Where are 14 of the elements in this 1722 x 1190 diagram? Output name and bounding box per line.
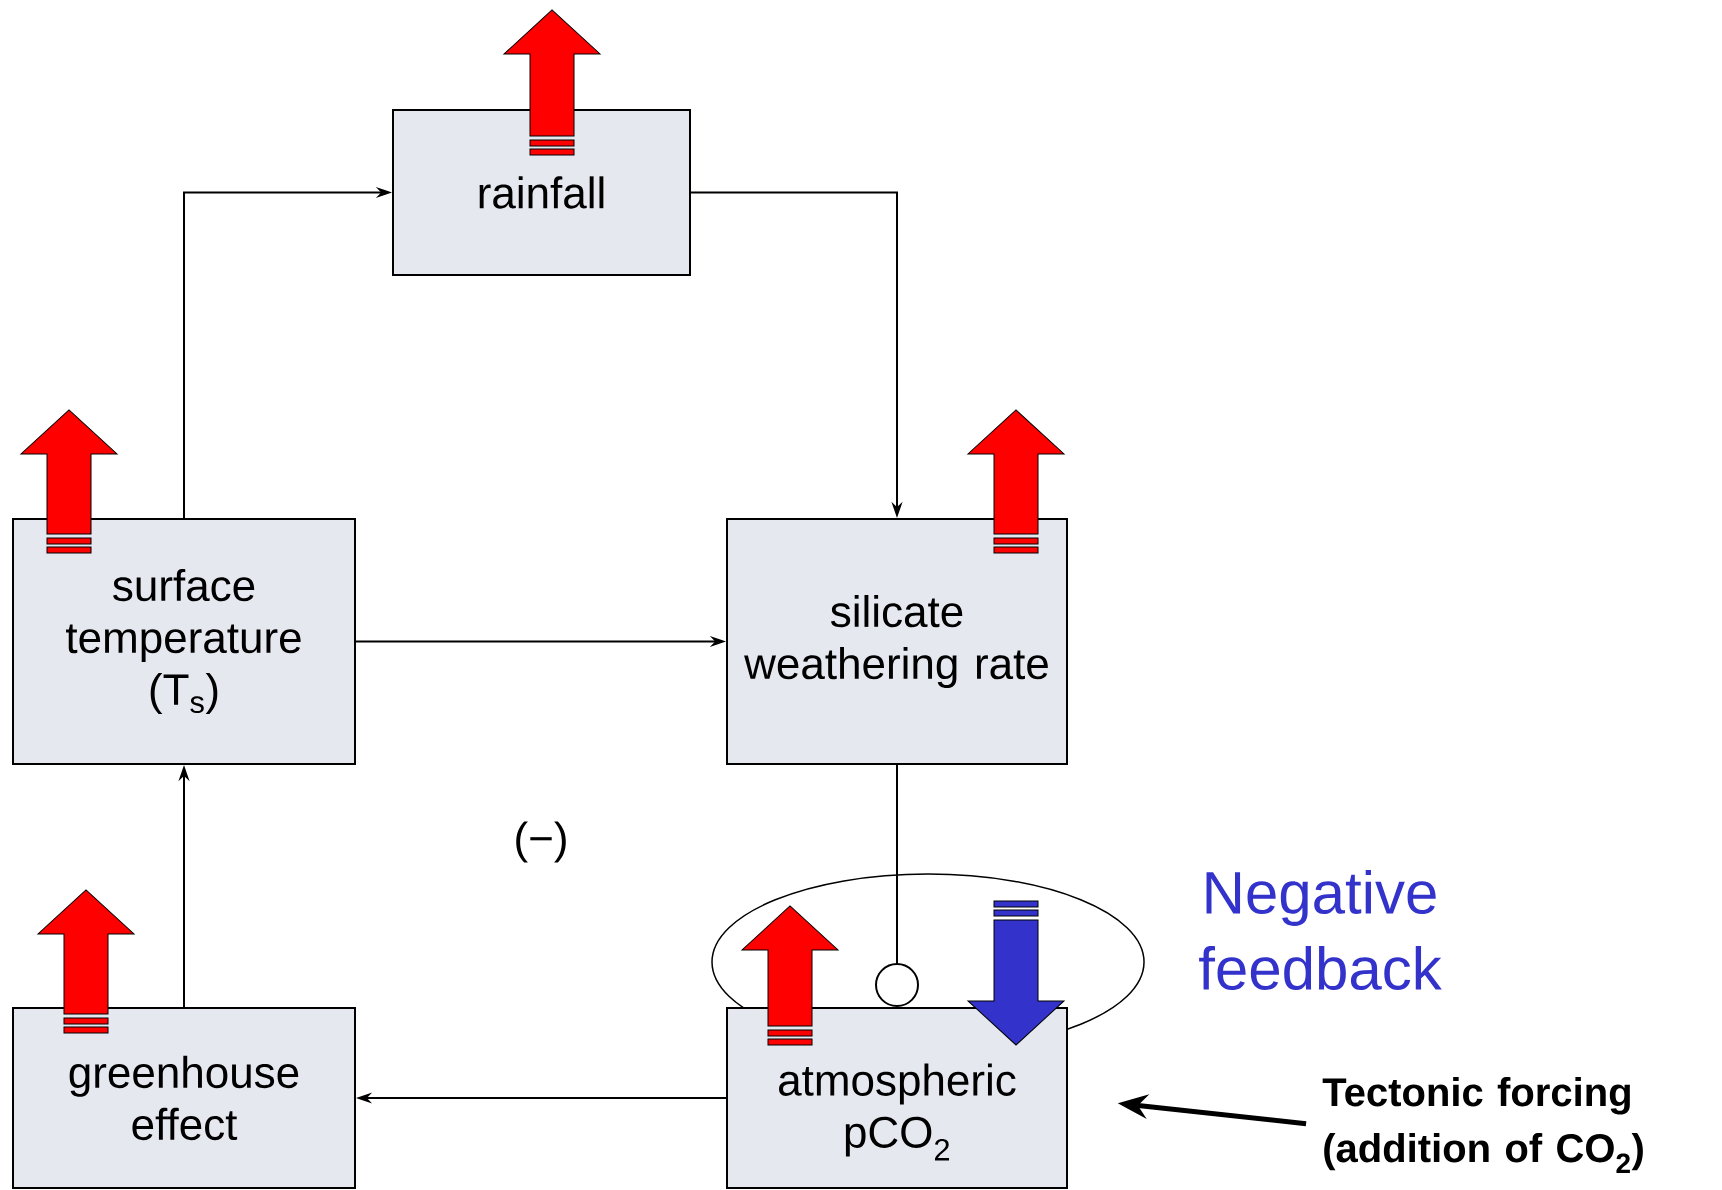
process-box [726, 1007, 1068, 1189]
box-text: greenhouse effect [69, 1055, 299, 1141]
process-box [392, 109, 691, 276]
process-box [726, 518, 1068, 765]
arrow [875, 764, 919, 1007]
process-box [12, 518, 356, 765]
sign-label: (−) [516, 821, 566, 863]
feedback-label: Negative feedback [1199, 869, 1442, 990]
box-text: rainfall [479, 176, 604, 209]
forcing-text: Tectonic forcing (addition of CO$_{2}$) [1322, 1077, 1643, 1173]
box-text: silicate weathering rate [744, 594, 1048, 688]
box-text: surface temperature (T$_{s}$) [66, 569, 301, 714]
box-text: atmospheric pCO$_{2}$ [779, 1063, 1016, 1161]
process-box [12, 1007, 356, 1189]
